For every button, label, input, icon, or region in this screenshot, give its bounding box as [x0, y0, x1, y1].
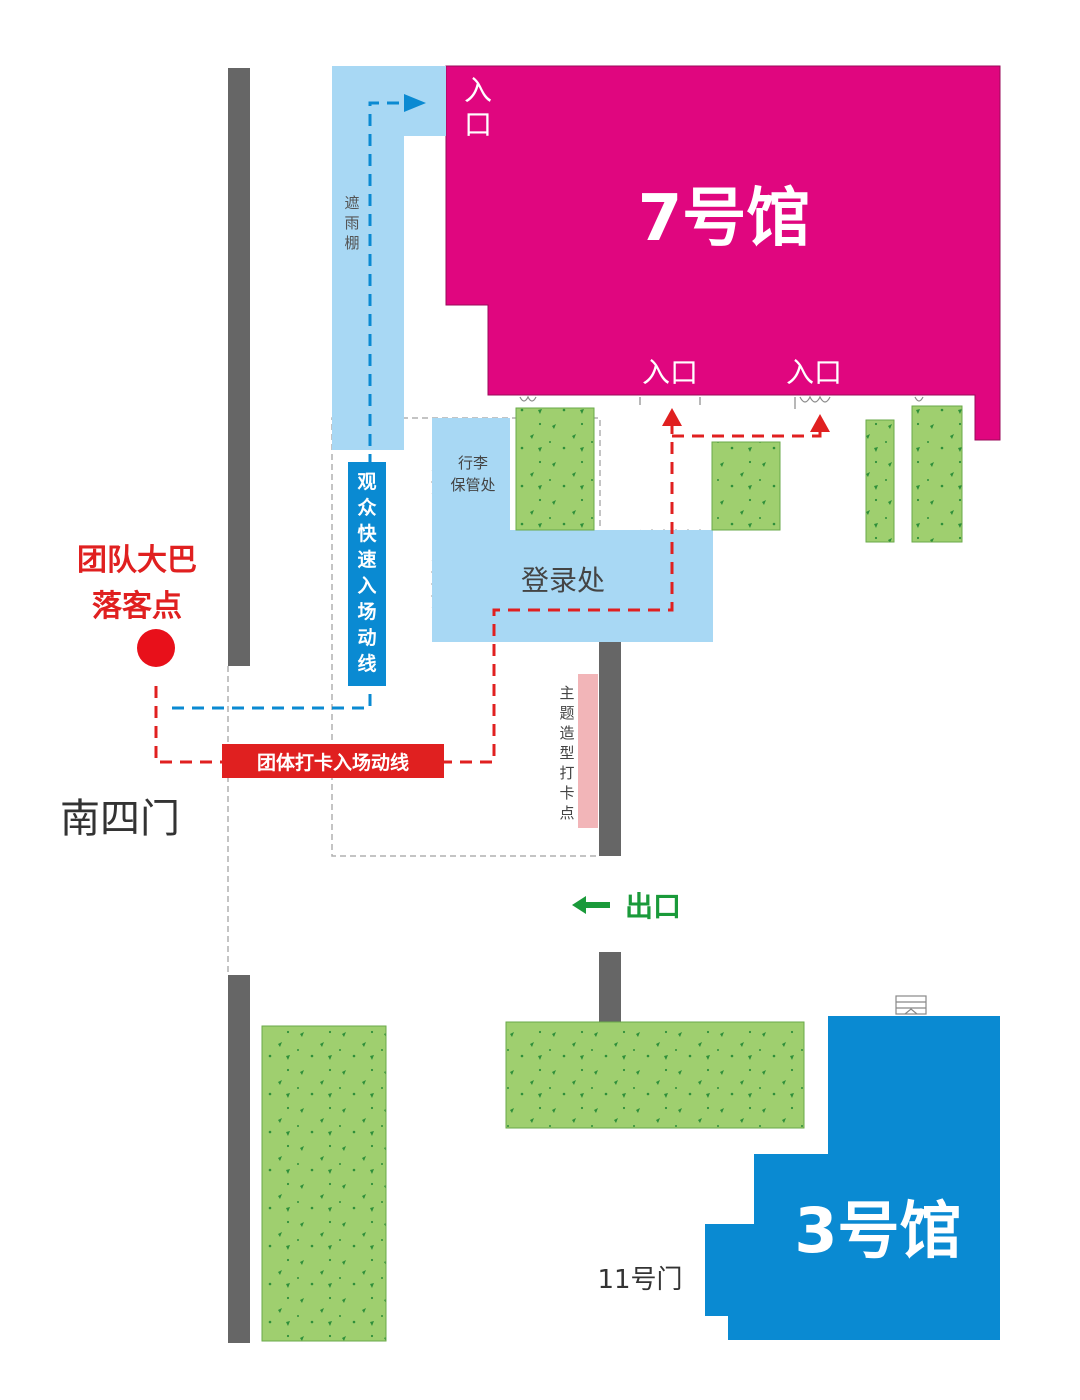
grass-block	[711, 441, 781, 531]
photo-spot	[578, 674, 598, 828]
group-route-label: 团体打卡入场动线	[257, 751, 409, 774]
photo-spot-label: 主题造型打卡点	[559, 684, 574, 822]
hall7-entrance-b: 入口	[786, 356, 842, 389]
grass-block	[911, 405, 963, 543]
luggage-label-2: 保管处	[450, 476, 495, 494]
bus-dropoff-marker	[137, 629, 175, 667]
luggage-label-1: 行李	[458, 454, 488, 472]
hall7-entrance-a: 入口	[642, 356, 698, 389]
group-route-line	[154, 424, 674, 764]
grass-block	[515, 407, 595, 531]
hall7-building	[445, 65, 1001, 441]
center-wall	[599, 640, 621, 856]
registration-label: 登录处	[521, 564, 605, 597]
exit-arrow-icon	[572, 896, 610, 914]
hall7-name: 7号馆	[638, 182, 811, 256]
visitor-route-arrow	[404, 94, 426, 112]
group-route-arrow-a	[662, 408, 682, 426]
visitor-route-label: 观众快速入场动线	[357, 471, 377, 675]
hall3-building	[705, 1016, 1000, 1340]
canopy-label: 遮雨棚	[344, 194, 359, 252]
bus-dropoff-line1: 团队大巴	[77, 543, 197, 578]
visitor-route-badge	[348, 462, 386, 686]
hall3-name: 3号馆	[794, 1194, 961, 1267]
gate-11-label: 11号门	[597, 1265, 682, 1295]
grass-block	[505, 1021, 805, 1129]
bus-dropoff-line2: 落客点	[92, 589, 182, 624]
group-route-arrow-b	[810, 414, 830, 432]
grass-block	[261, 1025, 387, 1342]
group-route-branch	[672, 424, 822, 438]
grass-block	[865, 419, 895, 543]
center-wall-south	[599, 952, 621, 1024]
group-route-badge	[222, 744, 444, 778]
visitor-route-line	[172, 101, 418, 710]
canopy	[332, 66, 446, 450]
exit-label: 出口	[625, 890, 681, 923]
west-wall-north	[228, 68, 250, 666]
hall7-entrance-top: 入口	[464, 74, 492, 141]
south-gate-4-label: 南四门	[60, 796, 180, 842]
west-wall-south	[228, 975, 250, 1343]
